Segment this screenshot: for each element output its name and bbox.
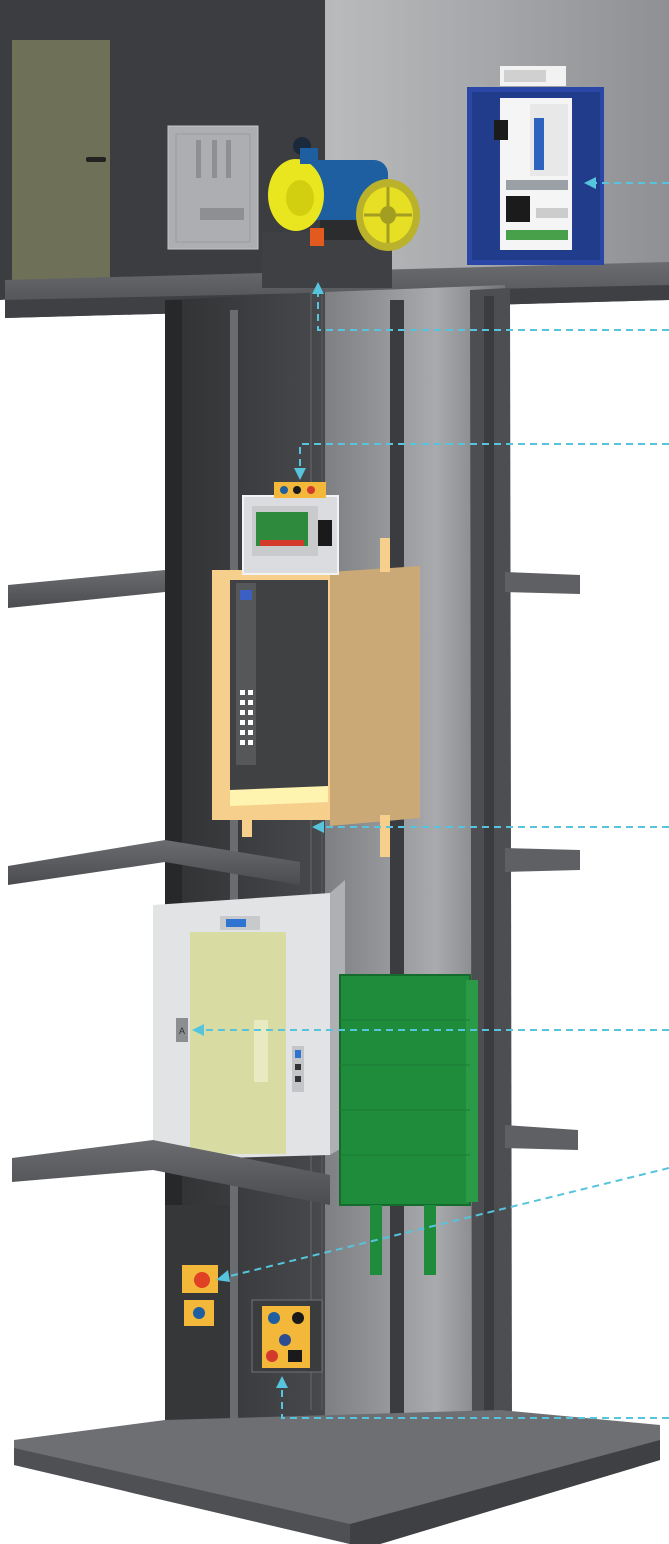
door-handle: [86, 157, 106, 162]
landing-door: [190, 932, 286, 1154]
cop-display: [240, 590, 252, 600]
floor-marker-text: A: [179, 1026, 185, 1036]
leader-car-top-inspection: [299, 443, 669, 474]
door-vision-strip: [254, 1020, 268, 1082]
car-top-controller: [242, 482, 339, 575]
floor-slab-middle-left: [8, 840, 300, 885]
hoistway: A: [8, 285, 660, 1544]
pit: [165, 1205, 323, 1443]
counterweight: [339, 974, 478, 1275]
counterweight-rail: [484, 296, 494, 1430]
callout-leaders: [198, 182, 669, 1419]
leader-pit-inspection-box: [281, 1382, 669, 1419]
traction-machine: [262, 137, 420, 288]
callout-arrowheads: [192, 177, 596, 1388]
machine-room: [0, 0, 669, 318]
base-slab-front: [14, 1448, 350, 1544]
indicator-display: [226, 919, 246, 927]
controller-panel: [467, 66, 604, 265]
car-guide-shoe-right: [380, 815, 390, 857]
arrowhead-icon: [294, 468, 306, 480]
arrowhead-icon: [312, 821, 324, 833]
car-guide-shoe-top: [380, 538, 390, 572]
car-guide-rail-right: [390, 300, 404, 1430]
car-operating-panel: [236, 583, 256, 765]
base-slab-right-front: [350, 1440, 660, 1544]
floor-slab-middle-right: [505, 848, 580, 872]
cop-keypad: [240, 690, 253, 745]
leader-pit-stop-switch: [221, 1167, 669, 1279]
car-guide-shoe-left: [242, 815, 252, 837]
leader-traction-machine: [317, 290, 669, 331]
arrowhead-icon: [192, 1024, 204, 1036]
floor-slab-upper-right: [505, 572, 580, 594]
car-floor: [230, 786, 328, 806]
arrowhead-icon: [312, 282, 324, 294]
car-frame-side: [330, 566, 420, 826]
floor-slab-upper-left: [8, 570, 165, 608]
floor-slab-lower-right: [505, 1125, 578, 1150]
arrowhead-icon: [276, 1376, 288, 1388]
floor-marker-plate: [176, 1018, 188, 1042]
floor-slab-lower-left: [12, 1140, 330, 1205]
arrowhead-icon: [584, 177, 596, 189]
arrowhead-icon: [216, 1270, 230, 1282]
base-slab: [14, 1410, 660, 1544]
glass-electrical-cabinet: [167, 125, 259, 250]
elevator-car: [212, 538, 420, 857]
machine-room-door: [12, 40, 110, 288]
